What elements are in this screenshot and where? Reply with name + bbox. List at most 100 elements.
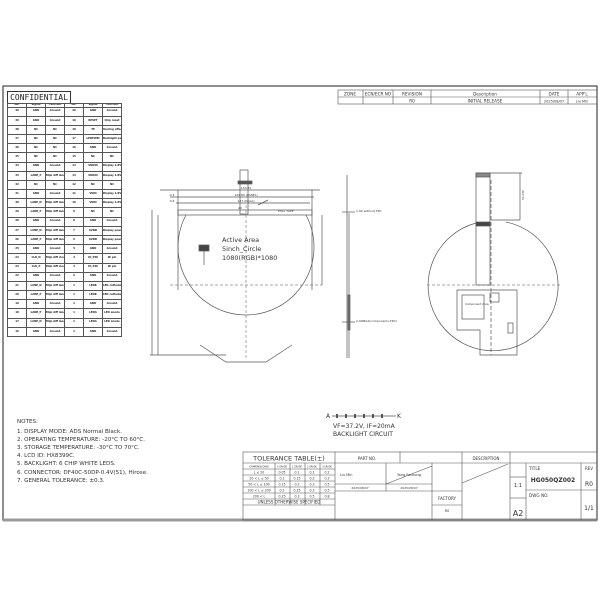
pin-table-cell: Ground bbox=[102, 299, 122, 310]
pin-table-cell: GND bbox=[83, 326, 103, 338]
note-item: 4. LCD ID: HX8399C. bbox=[17, 453, 75, 459]
pin-table-cell: 16 bbox=[64, 143, 84, 154]
pin-table-cell: 1 bbox=[64, 299, 84, 310]
drawn-by: Liu Min bbox=[340, 473, 352, 477]
tolerance-header: 2 GRADE bbox=[307, 466, 317, 469]
pin-table-cell: 37 bbox=[7, 134, 27, 145]
pin-table-cell: TE bbox=[83, 124, 103, 136]
note-item: 6. CONNECTOR: DF40C-50DP-0.4V(51), Hiros… bbox=[17, 470, 148, 476]
pin-table-cell: 28 bbox=[7, 216, 27, 227]
pin-table-cell: VDDI bbox=[83, 198, 103, 209]
pin-table-cell: CLK_P bbox=[26, 262, 46, 273]
pin-table-cell: VDDIO bbox=[83, 161, 103, 172]
pin-table-cell: GND bbox=[83, 143, 103, 154]
tolerance-cell: 0.15 bbox=[293, 477, 300, 481]
tolerance-cell: 0.1 bbox=[309, 471, 314, 475]
pin-table-cell: Display 1.8V bbox=[102, 170, 122, 181]
pin-table-cell: 13 bbox=[64, 170, 84, 181]
pin-table-cell: Display 1.8V bbox=[102, 189, 122, 200]
pin-table-cell: GND bbox=[26, 271, 46, 282]
pin-table-cell: Chip reset bbox=[102, 115, 122, 126]
pin-table-cell: NC bbox=[83, 179, 103, 191]
note-item: 2. OPERATING TEMPERATURE: -20°C TO 60°C. bbox=[17, 437, 145, 443]
approved-by: Yang Fachong bbox=[397, 473, 421, 477]
active-area-label: Active Area bbox=[222, 236, 259, 244]
title-label: TITLE bbox=[528, 466, 541, 471]
pin-table-cell: 36 bbox=[7, 143, 27, 154]
pin-table-cell: Mipi diff lane bbox=[45, 198, 65, 209]
side-max-thickness-label: 2.90MAX(component+FPC) bbox=[356, 319, 397, 323]
rev-description: INITIAL RELEASE bbox=[468, 99, 503, 104]
pin-table-cell: ID pin bbox=[102, 262, 122, 273]
pin-table-cell: 29 bbox=[7, 207, 27, 218]
pin-table-cell: NC bbox=[102, 207, 122, 218]
pin-table-cell: GND bbox=[83, 106, 103, 117]
pin-table-cell: 40 bbox=[7, 106, 27, 117]
pin-table-cell: Ground bbox=[45, 326, 65, 338]
resolution-label: 1080(RGB)*1080 bbox=[222, 254, 277, 262]
pin-table-cell: Ground bbox=[102, 271, 122, 282]
pin-table-cell: RESET bbox=[83, 115, 103, 126]
tolerance-cell: 0.1 bbox=[279, 477, 284, 481]
pin-table-cell: ID_PIN bbox=[83, 262, 103, 273]
note-item: 3. STORAGE TEMPERATURE: -30°C TO 70°C. bbox=[17, 445, 140, 451]
pin-table-cell: Ground bbox=[102, 216, 122, 227]
pin-table-cell: 25 bbox=[7, 244, 27, 255]
part-no-label: PART NO. bbox=[358, 456, 376, 461]
dim-panel-width: 129.80 (PANEL) bbox=[234, 193, 257, 197]
pin-table-cell: LEDA bbox=[83, 317, 103, 328]
pull-tape-label: PULL TAPE bbox=[278, 209, 294, 213]
pin-table-cell: GND bbox=[83, 216, 103, 227]
factory-label: FACTORY bbox=[438, 496, 457, 501]
pin-table-cell: LANE_N bbox=[26, 198, 46, 209]
back-view bbox=[427, 172, 560, 356]
pin-table-cell: CLK_N bbox=[26, 253, 46, 264]
tolerance-cell: 200 < L bbox=[253, 495, 266, 499]
pin-table-cell: LED cathode bbox=[102, 290, 122, 301]
pin-table-cell: 19 bbox=[7, 299, 27, 310]
tolerance-cell: 0.3 bbox=[294, 495, 299, 499]
pin-table-cell: Display power bbox=[102, 234, 122, 246]
pin-table-cell: AVDD bbox=[83, 225, 103, 237]
pin-table-cell: Ground bbox=[102, 244, 122, 255]
pin-table-cell: Ground bbox=[102, 326, 122, 338]
note-item: 7. GENERAL TOLERANCE: ±0.3. bbox=[17, 478, 105, 484]
pin-table-cell: GND bbox=[26, 161, 46, 172]
pin-table-cell: Ground bbox=[45, 115, 65, 126]
pin-table-cell: NC bbox=[45, 124, 65, 136]
tolerance-cell: 0.5 bbox=[324, 483, 329, 487]
anode-label: A bbox=[326, 413, 331, 420]
pin-table-cell: Mipi diff lane bbox=[45, 290, 65, 301]
pin-table-cell: Ground bbox=[102, 143, 122, 154]
tolerance-header: 1 GRADE bbox=[292, 466, 302, 469]
tolerance-cell: 0.5 bbox=[324, 489, 329, 493]
pin-table-cell: 18 bbox=[7, 308, 27, 319]
backlight-circuit: A K VF=37.2V, IF=20mA BACKLIGHT CIRCUIT bbox=[326, 413, 402, 438]
cathode-label: K bbox=[397, 413, 402, 420]
tolerance-cell: 0.2 bbox=[324, 471, 329, 475]
tolerance-cell: 0.3 bbox=[324, 477, 329, 481]
factory-value: R0 bbox=[445, 509, 450, 513]
pin-table-cell: Mipi diff lane bbox=[45, 170, 65, 181]
pin-table-cell: Ground bbox=[45, 299, 65, 310]
pin-table-cell: GND bbox=[26, 115, 46, 126]
pin-table-cell: GND bbox=[26, 326, 46, 338]
tolerance-cell: 0.25 bbox=[293, 489, 300, 493]
notes: NOTES: 1. DISPLAY MODE: ADS Normal Black… bbox=[17, 419, 148, 484]
pin-table-cell: LANE_P bbox=[26, 308, 46, 319]
pin-table-cell: AVDD bbox=[83, 234, 103, 246]
sheet-number: 1/1 bbox=[584, 505, 594, 512]
pin-table-cell: ID pin bbox=[102, 253, 122, 264]
pin-table-cell: LED cathode bbox=[102, 280, 122, 292]
tolerance-cell: 0.3 bbox=[309, 489, 314, 493]
